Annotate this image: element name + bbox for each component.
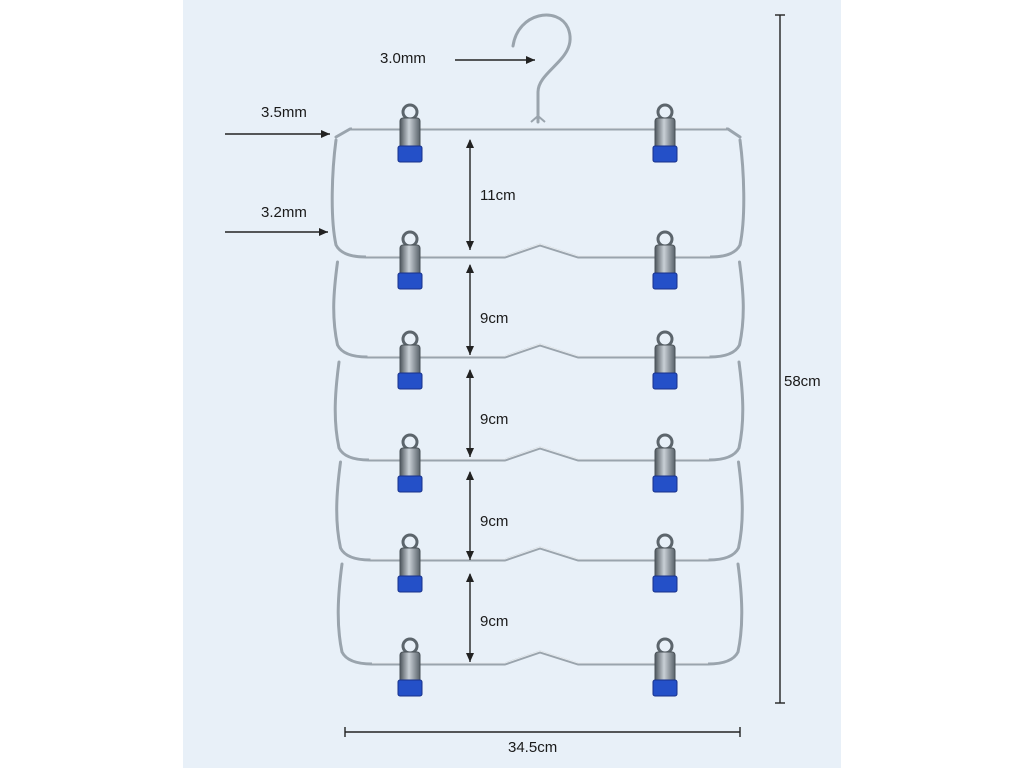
clip-left <box>397 433 423 493</box>
tier-wire-highlight <box>367 343 710 357</box>
tier-wire <box>335 460 744 562</box>
top-bar <box>334 127 742 139</box>
clip-right <box>652 533 678 593</box>
clip-pad <box>652 372 678 390</box>
clip-left <box>397 103 423 163</box>
clip-body <box>654 117 676 149</box>
clip-body <box>399 547 421 579</box>
tier-wire-callout: 3.2mm <box>225 204 328 236</box>
clip-pad <box>397 679 423 697</box>
clip-body <box>654 547 676 579</box>
clip-spring <box>401 103 419 121</box>
clip-spring <box>401 433 419 451</box>
tier-wire-highlight <box>369 446 709 460</box>
total-width-dimension: 34.5cm <box>344 727 741 756</box>
hanger-hook <box>511 13 572 124</box>
clip-body <box>654 447 676 479</box>
total-height-dimension: 58cm <box>775 14 821 704</box>
clip-left <box>397 637 423 697</box>
tier-spacing-label-1: 11cm <box>480 187 516 204</box>
clip-right <box>652 230 678 290</box>
tier-wire-highlight <box>372 650 708 664</box>
tier-spacing-dimensions: 11cm 9cm 9cm 9cm 9cm <box>466 139 516 662</box>
clip-left <box>397 533 423 593</box>
clip-left <box>397 230 423 290</box>
tier-wire <box>332 260 745 359</box>
clip-pad <box>652 145 678 163</box>
clip-body <box>399 344 421 376</box>
clip-body <box>654 344 676 376</box>
clip-spring <box>401 230 419 248</box>
clip-pad <box>652 272 678 290</box>
clip-body <box>399 651 421 683</box>
clip-right <box>652 433 678 493</box>
clip-spring <box>401 330 419 348</box>
clip-pad <box>397 575 423 593</box>
clip-spring <box>656 533 674 551</box>
clip-body <box>654 244 676 276</box>
clip-body <box>399 447 421 479</box>
top-bar-wire-label: 3.5mm <box>261 104 307 121</box>
top-bar-wire-callout: 3.5mm <box>225 104 330 138</box>
tier-spacing-label-2: 9cm <box>480 310 508 327</box>
clip-body <box>399 117 421 149</box>
clip-body <box>654 651 676 683</box>
clip-pad <box>397 145 423 163</box>
tier-spacing-label-3: 9cm <box>480 411 508 428</box>
tier-wire <box>333 360 745 462</box>
clip-spring <box>656 637 674 655</box>
clip-spring <box>401 533 419 551</box>
clip-spring <box>656 433 674 451</box>
clip-left <box>397 330 423 390</box>
clip-pad <box>397 475 423 493</box>
clip-spring <box>656 230 674 248</box>
tier-spacing-label-4: 9cm <box>480 513 508 530</box>
hook-wire-callout: 3.0mm <box>380 50 535 67</box>
clip-pad <box>652 575 678 593</box>
clip-spring <box>401 637 419 655</box>
clip-pad <box>397 372 423 390</box>
tier-wire <box>336 562 744 666</box>
total-width-label: 34.5cm <box>508 739 557 756</box>
clip-pad <box>652 679 678 697</box>
tier-wire <box>330 138 746 259</box>
clip-pad <box>397 272 423 290</box>
clip-group <box>397 103 678 697</box>
clip-right <box>652 330 678 390</box>
clip-pad <box>652 475 678 493</box>
clip-body <box>399 244 421 276</box>
clip-right <box>652 637 678 697</box>
clip-spring <box>656 103 674 121</box>
clip-spring <box>656 330 674 348</box>
tier-wires <box>330 138 746 666</box>
tier-wire-highlight <box>366 243 710 257</box>
tier-wire-highlight <box>370 546 709 560</box>
hook-wire-label: 3.0mm <box>380 50 426 67</box>
tier-wire-label: 3.2mm <box>261 204 307 221</box>
clip-right <box>652 103 678 163</box>
tier-spacing-label-5: 9cm <box>480 613 508 630</box>
total-height-label: 58cm <box>784 373 821 390</box>
